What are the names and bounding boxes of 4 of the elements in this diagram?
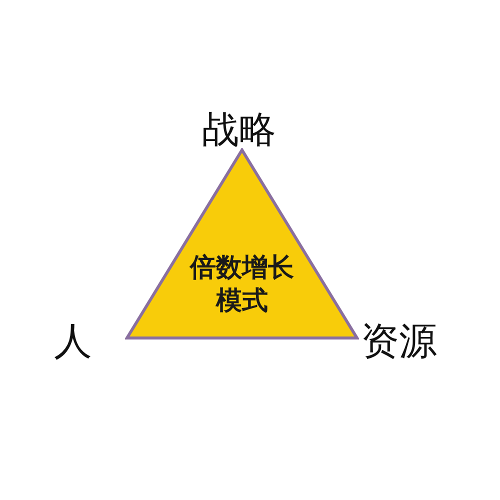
node-text: 倍数增长模式 [188, 252, 295, 318]
corner-label: 资源 [361, 322, 437, 360]
corner-label: 战略 [202, 111, 276, 148]
corner-label: 人 [54, 322, 92, 360]
